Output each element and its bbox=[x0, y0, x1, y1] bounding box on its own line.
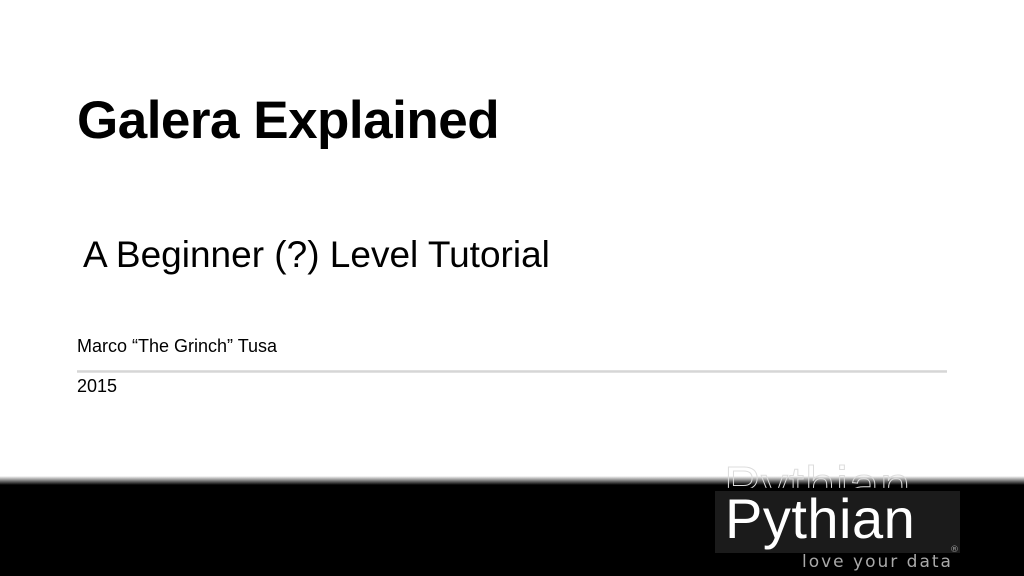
presentation-year: 2015 bbox=[77, 376, 118, 396]
divider-line bbox=[77, 370, 947, 373]
logo-reflection: Pythian bbox=[724, 456, 912, 516]
slide-subtitle: A Beginner (?) Level Tutorial bbox=[83, 234, 550, 275]
author-name: Marco “The Grinch” Tusa bbox=[77, 336, 278, 356]
pythian-logo: Pythian bbox=[715, 487, 960, 553]
slide-title: Galera Explained bbox=[77, 91, 500, 150]
registered-mark: ® bbox=[950, 545, 959, 555]
logo-wordmark: Pythian bbox=[725, 487, 916, 550]
logo-tagline: love your data bbox=[802, 552, 953, 572]
